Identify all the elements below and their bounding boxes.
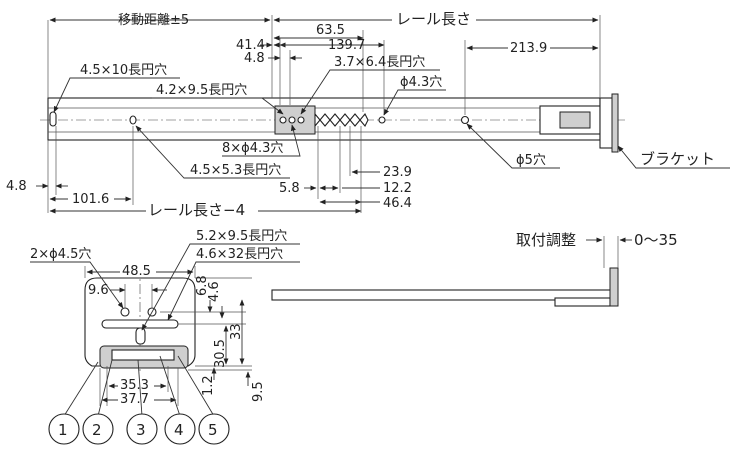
- label-4-6: 4.6: [207, 281, 222, 302]
- leader-slot-3-7x6-4: [300, 69, 440, 115]
- leader-bracket: [617, 145, 730, 169]
- slot-4-5x5-3: [129, 115, 137, 125]
- callout-leader-2: [97, 359, 113, 417]
- label-41-4: 41.4: [236, 38, 265, 53]
- leader-holes-2x4-5: [30, 261, 124, 309]
- label-37-7: 37.7: [120, 392, 149, 407]
- leader-holes-8x4-3: [222, 124, 301, 157]
- label-holes-8x4-3: 8×ϕ4.3穴: [222, 141, 283, 156]
- callout-number: 3: [136, 421, 146, 439]
- label-48-5: 48.5: [122, 264, 151, 279]
- label-mask: [120, 262, 156, 276]
- label-slot-4-5x5-3: 4.5×5.3長円穴: [190, 163, 281, 178]
- mech-hole: [297, 116, 305, 124]
- label-6-8: 6.8: [195, 275, 210, 296]
- label-rail-length-minus-4: レール長さ−4: [148, 201, 245, 219]
- label-slot-4-5x10: 4.5×10長円穴: [80, 63, 167, 78]
- callout-circle: [164, 413, 196, 445]
- leader-slot-4-5x5-3: [135, 125, 290, 179]
- callout-4: 4: [164, 413, 196, 445]
- label-slot-5-2x9-5: 5.2×9.5長円穴: [196, 229, 287, 244]
- label-9-5: 9.5: [251, 381, 266, 402]
- side-bracket: [609, 267, 619, 307]
- callout-5: 5: [198, 413, 230, 445]
- side-view: 取付調整 0〜35: [271, 231, 678, 307]
- label-mask: [118, 376, 154, 390]
- callout-circle: [48, 413, 80, 445]
- callout-circle: [126, 413, 158, 445]
- label-23-9: 23.9: [383, 165, 412, 180]
- label-mask: [118, 390, 154, 404]
- mech-hole: [279, 116, 287, 124]
- label-mask: [392, 8, 476, 26]
- slot-4-6x32: [101, 319, 179, 329]
- leader-hole-5: [466, 123, 560, 169]
- callout-number: 2: [92, 421, 102, 439]
- label-hole-4-3: ϕ4.3穴: [400, 75, 442, 90]
- callout-2: 2: [82, 413, 114, 445]
- label-slot-3-7x6-4: 3.7×6.4長円穴: [334, 55, 425, 70]
- label-4-8-top: 4.8: [244, 51, 265, 66]
- label-bracket: ブラケット: [640, 150, 715, 168]
- leader-slot-4-5x10: [53, 77, 180, 113]
- label-travel: 移動距離±5: [118, 13, 189, 28]
- label-slot-4-6x32: 4.6×32長円穴: [196, 247, 283, 262]
- label-35-3: 35.3: [120, 378, 149, 393]
- label-adjust: 取付調整: [516, 231, 576, 249]
- label-mask: [146, 201, 258, 217]
- hole-4-3: [378, 116, 386, 124]
- callout-leader-5: [177, 355, 215, 417]
- callout-number: 1: [58, 421, 68, 439]
- label-hole-5: ϕ5穴: [516, 153, 546, 168]
- label-139-7: 139.7: [328, 38, 365, 53]
- label-213-9: 213.9: [510, 41, 547, 56]
- label-5-8: 5.8: [279, 181, 300, 196]
- leader-slot-4-2x9-5: [152, 97, 284, 115]
- label-63-5: 63.5: [316, 23, 345, 38]
- top-view: 移動距離±5 レール長さ 63.5 41.4 139.7 4.8 213.9 4…: [6, 8, 730, 219]
- label-30-5: 30.5: [213, 339, 228, 368]
- slide-inner: [111, 349, 175, 361]
- label-mask: [68, 190, 114, 206]
- hole-4-5-left: [120, 307, 130, 317]
- mech-hole: [288, 116, 296, 124]
- callout-circle: [198, 413, 230, 445]
- leader-hole-4-3: [383, 89, 446, 116]
- rack-teeth: [314, 112, 369, 128]
- label-1-2: 1.2: [201, 375, 216, 396]
- label-46-4: 46.4: [383, 196, 412, 211]
- rail-end-latch: [559, 111, 591, 129]
- bracket-plate: [611, 93, 619, 153]
- label-12-2: 12.2: [383, 181, 412, 196]
- label-101-6: 101.6: [72, 192, 109, 207]
- label-slot-4-2x9-5: 4.2×9.5長円穴: [156, 83, 247, 98]
- callout-3: 3: [126, 413, 158, 445]
- callout-number: 5: [208, 421, 218, 439]
- label-4-8-left: 4.8: [6, 179, 27, 194]
- section-view: 2×ϕ4.5穴 5.2×9.5長円穴 4.6×32長円穴 48.5 9.6 6.…: [30, 229, 300, 445]
- label-holes-2x4-5: 2×ϕ4.5穴: [30, 247, 91, 262]
- label-mask: [508, 38, 550, 54]
- callout-leader-4: [159, 355, 181, 417]
- leader-slot-5-2x9-5: [141, 243, 300, 331]
- callout-leader-1: [63, 361, 99, 417]
- label-9-6: 9.6: [88, 283, 109, 298]
- hole-5: [460, 115, 470, 125]
- callout-number: 4: [174, 421, 184, 439]
- slot-front: [49, 111, 57, 127]
- side-rail-lower: [554, 297, 611, 307]
- label-rail-length: レール長さ: [396, 10, 471, 28]
- callout-circle: [82, 413, 114, 445]
- leader-slot-4-6x32: [167, 261, 300, 321]
- label-adjust-range: 0〜35: [634, 231, 678, 249]
- slot-5-2x9-5: [135, 327, 146, 345]
- callout-leader-3: [137, 359, 143, 417]
- callout-1: 1: [48, 413, 80, 445]
- label-33: 33: [229, 323, 244, 340]
